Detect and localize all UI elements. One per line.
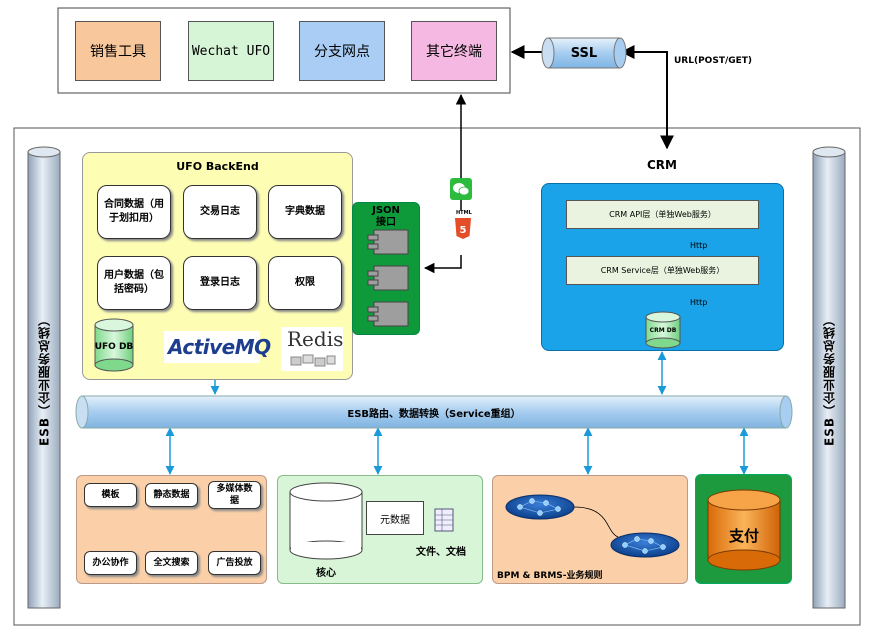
ssl-label: SSL xyxy=(570,45,598,61)
json-component-icons xyxy=(367,229,409,327)
esb-left-label: ESB（企业服务总线） xyxy=(37,313,52,447)
esb-container-frame xyxy=(13,127,861,626)
json-interface-title: JSON 接口 xyxy=(352,204,420,230)
ssl-cylinder xyxy=(541,37,627,69)
url-label: URL(POST/GET) xyxy=(674,56,753,66)
content-ad-delivery: 广告投放 xyxy=(208,551,261,575)
client-sales-tool: 销售工具 xyxy=(75,21,161,81)
ufo-permissions: 权限 xyxy=(268,256,342,310)
content-office-collab: 办公协作 xyxy=(84,551,137,575)
crm-title: CRM xyxy=(647,158,677,172)
bpm-label: BPM & BRMS-业务规则 xyxy=(497,571,603,581)
ufo-trade-log: 交易日志 xyxy=(183,185,257,239)
wechat-icon xyxy=(450,178,472,200)
client-wechat-label: Wechat UFO xyxy=(191,43,271,59)
crm-http-label-1: Http xyxy=(690,241,708,250)
core-files-label: 文件、文档 xyxy=(416,547,466,558)
html5-icon: 5 xyxy=(455,218,471,239)
crm-http-label-2: Http xyxy=(690,298,708,307)
ufo-dictionary-data: 字典数据 xyxy=(268,185,342,239)
json-title-line1: JSON xyxy=(372,205,400,216)
esb-right-pillar xyxy=(812,146,846,609)
esb-bus-bar xyxy=(75,395,793,429)
to-json-arrow xyxy=(423,255,462,274)
ufo-contract-data: 合同数据（用于划扣用） xyxy=(97,185,171,239)
html5-text: HTML xyxy=(456,210,472,216)
svg-text:5: 5 xyxy=(460,225,467,236)
ssl-crm-arrow xyxy=(620,45,674,150)
redis-text: Redis xyxy=(287,327,344,351)
content-static-data: 静态数据 xyxy=(145,483,198,507)
core-metadata-box: 元数据 xyxy=(366,501,424,535)
client-sales-label: 销售工具 xyxy=(90,44,146,60)
ufo-user-data: 用户数据（包括密码） xyxy=(97,256,171,310)
content-fulltext-search: 全文搜索 xyxy=(145,551,198,575)
activemq-logo: ActiveMQ xyxy=(164,331,271,363)
bpm-panel xyxy=(492,475,688,584)
client-branch-label: 分支网点 xyxy=(314,44,370,60)
ufo-db-label: UFO DB xyxy=(94,342,134,352)
bpm-flow-icon xyxy=(505,494,680,558)
esb-left-pillar xyxy=(27,146,61,609)
ufo-db-cylinder xyxy=(94,318,134,372)
redis-stack-icon xyxy=(290,354,336,367)
client-branch: 分支网点 xyxy=(299,21,385,81)
payment-label: 支付 xyxy=(728,526,759,545)
json-title-line2: 接口 xyxy=(376,217,396,228)
crm-api-layer: CRM API层（单独Web服务） xyxy=(566,200,759,229)
esb-right-label: ESB（企业服务总线） xyxy=(822,313,837,447)
crm-service-layer: CRM Service层（单独Web服务） xyxy=(566,256,759,285)
crm-db-cylinder xyxy=(645,311,681,349)
esb-bus-label: ESB路由、数据转换（Service重组） xyxy=(347,408,521,420)
payment-cylinder xyxy=(707,489,781,571)
core-label: 核心 xyxy=(316,568,336,579)
spreadsheet-icon xyxy=(434,508,454,532)
redis-logo: Redis xyxy=(281,327,343,371)
client-wechat-ufo: Wechat UFO xyxy=(188,21,274,81)
ufo-backend-title: UFO BackEnd xyxy=(176,159,259,173)
html5-badge: HTML 5 xyxy=(452,210,474,244)
content-multimedia-data: 多媒体数据 xyxy=(208,481,261,509)
content-template: 模板 xyxy=(84,483,137,507)
crm-db-label: CRM DB xyxy=(649,326,677,334)
ufo-login-log: 登录日志 xyxy=(183,256,257,310)
core-cylinder xyxy=(289,482,363,560)
client-other-label: 其它终端 xyxy=(426,44,482,60)
client-other-terminal: 其它终端 xyxy=(411,21,497,81)
activemq-text: ActiveMQ xyxy=(168,335,271,359)
